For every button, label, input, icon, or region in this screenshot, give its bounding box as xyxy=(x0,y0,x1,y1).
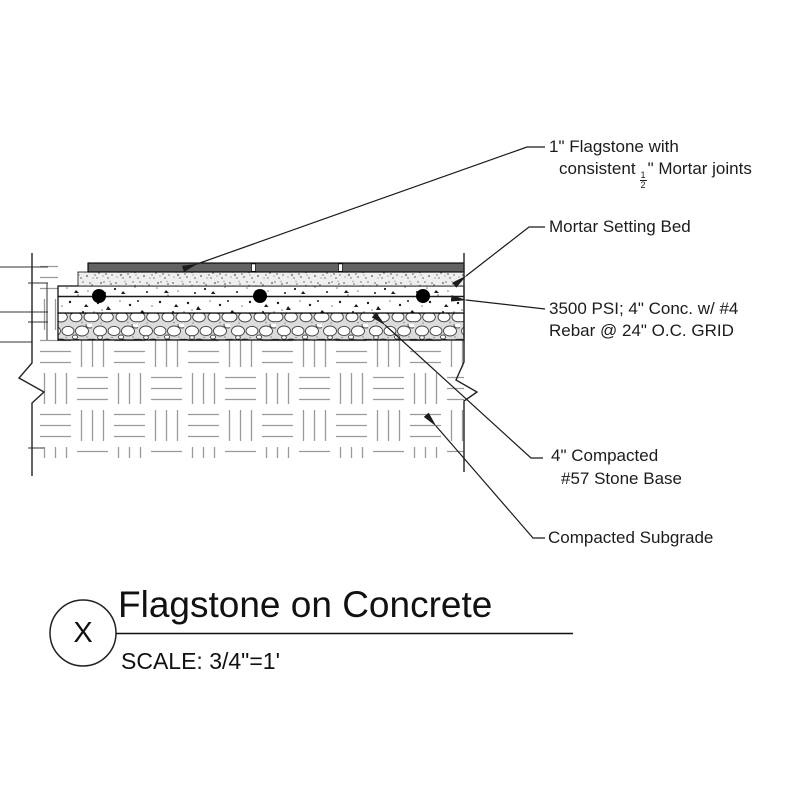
break-line-left xyxy=(17,253,46,476)
subgrade-hatch xyxy=(37,256,464,458)
annotation-concrete-line1: 3500 PSI; 4" Conc. w/ #4 xyxy=(549,299,739,318)
fraction-denominator: 2 xyxy=(640,180,646,191)
break-line-right xyxy=(455,253,479,472)
rebar-dots xyxy=(92,289,430,303)
annotation-concrete-line2: Rebar @ 24" O.C. GRID xyxy=(549,321,734,340)
leader-concrete xyxy=(450,295,546,310)
rebar-dot xyxy=(416,289,430,303)
annotation-subgrade: Compacted Subgrade xyxy=(548,528,714,547)
detail-scale: SCALE: 3/4"=1' xyxy=(121,648,280,674)
detail-bubble-letter: X xyxy=(73,617,93,649)
fraction-numerator: 1 xyxy=(639,170,647,182)
leader-lines xyxy=(181,146,546,539)
leader-mortar xyxy=(452,226,545,288)
annotation-stone-line1: 4" Compacted xyxy=(551,446,659,465)
leader-flagstone xyxy=(181,146,545,273)
leader-stone xyxy=(371,312,543,459)
annotation-flagstone-line2-prefix: consistent xyxy=(559,159,636,178)
rebar-dot xyxy=(253,289,267,303)
stone-base-layer xyxy=(57,312,465,341)
detail-title: Flagstone on Concrete xyxy=(118,584,493,625)
leader-subgrade xyxy=(423,412,545,539)
mortar-bed-layer xyxy=(77,271,465,287)
mortar-joint xyxy=(338,263,343,272)
annotation-flagstone-line1: 1" Flagstone with xyxy=(549,137,679,156)
annotation-stone-line2: #57 Stone Base xyxy=(561,469,682,488)
annotation-flagstone-line2-suffix: " Mortar joints xyxy=(647,159,752,178)
flagstone-layer xyxy=(87,262,465,273)
annotation-mortar: Mortar Setting Bed xyxy=(549,217,691,236)
mortar-joint xyxy=(251,263,256,272)
rebar-dot xyxy=(92,289,106,303)
